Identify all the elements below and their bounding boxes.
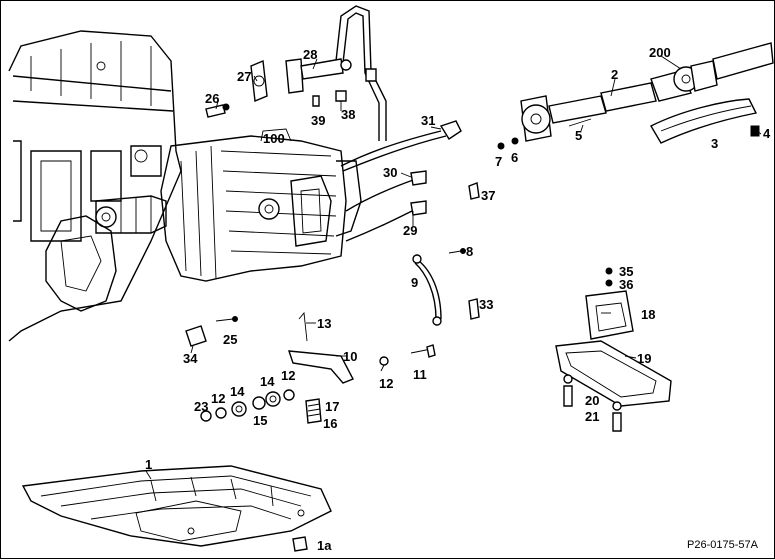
label-33: 33 (479, 297, 493, 312)
label-15: 15 (253, 413, 267, 428)
label-11: 11 (413, 367, 427, 382)
transmission-housing (160, 128, 362, 282)
parts-27-28 (205, 58, 352, 118)
washer-row (200, 389, 322, 424)
label-10: 10 (343, 349, 357, 364)
label-6: 6 (511, 150, 518, 165)
small-parts-mid (412, 182, 480, 326)
label-38: 38 (341, 107, 355, 122)
label-37: 37 (481, 188, 495, 203)
label-31: 31 (421, 113, 435, 128)
label-4: 4 (763, 126, 771, 141)
part-labels: 26 27 28 39 38 100 31 30 29 200 2 5 4 3 … (145, 45, 771, 553)
label-20: 20 (585, 393, 599, 408)
label-39: 39 (311, 113, 325, 128)
label-2: 2 (611, 67, 618, 82)
label-5: 5 (575, 128, 582, 143)
reference-code: P26-0175-57A (687, 539, 759, 551)
label-23: 23 (194, 399, 208, 414)
label-200: 200 (649, 45, 671, 60)
label-1: 1 (145, 457, 152, 472)
label-3: 3 (711, 136, 718, 151)
label-13: 13 (317, 316, 331, 331)
label-34: 34 (183, 351, 198, 366)
label-28: 28 (303, 47, 317, 62)
engine-block (8, 30, 182, 342)
label-30: 30 (383, 165, 397, 180)
label-12-right: 12 (379, 376, 393, 391)
label-16: 16 (323, 416, 337, 431)
label-8: 8 (466, 244, 473, 259)
label-7: 7 (495, 154, 502, 169)
drive-shaft (520, 42, 774, 142)
label-12-mid: 12 (281, 368, 295, 383)
crossmember-19 (555, 340, 672, 432)
label-14-right: 14 (260, 374, 275, 389)
label-25: 25 (223, 332, 237, 347)
shift-cables (340, 120, 462, 242)
leader-lines (145, 55, 762, 480)
label-12-left: 12 (211, 391, 225, 406)
label-35: 35 (619, 264, 633, 279)
label-100: 100 (263, 131, 285, 146)
label-19: 19 (637, 351, 651, 366)
label-21: 21 (585, 409, 599, 424)
small-brackets-left (185, 316, 238, 347)
label-9: 9 (411, 275, 418, 290)
label-1a: 1a (317, 538, 332, 553)
heat-shield (497, 98, 760, 150)
label-36: 36 (619, 277, 633, 292)
label-14-left: 14 (230, 384, 245, 399)
mount-18 (585, 267, 634, 340)
label-18: 18 (641, 307, 655, 322)
label-29: 29 (403, 223, 417, 238)
breather-pipe (335, 5, 387, 141)
skid-plate (21, 465, 332, 552)
label-27: 27 (237, 69, 251, 84)
label-26: 26 (205, 91, 219, 106)
label-17: 17 (325, 399, 339, 414)
